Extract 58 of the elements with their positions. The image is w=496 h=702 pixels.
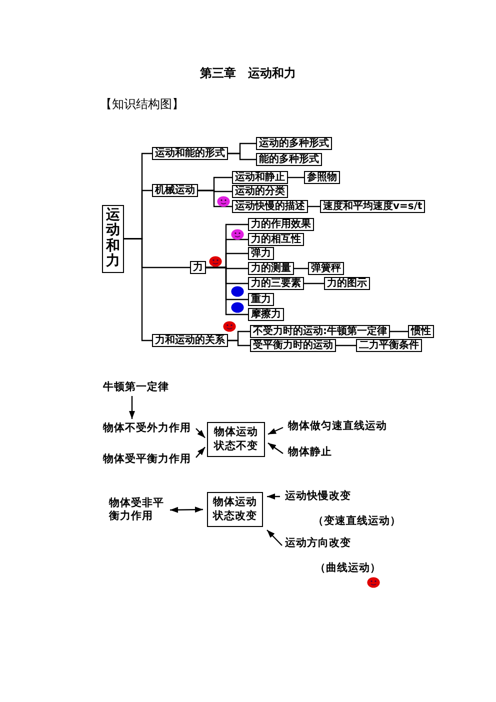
node-text: 物体静止 (288, 446, 332, 459)
connector-line (336, 344, 356, 346)
arrow (196, 428, 206, 438)
arrow (266, 530, 282, 546)
concept-box: 力的图示 (324, 277, 370, 290)
connector-line (308, 206, 320, 208)
root-box: 运动和力 (102, 205, 124, 273)
section-heading: 【知识结构图】 (100, 97, 184, 112)
concept-box: 二力平衡条件 (356, 339, 422, 352)
concept-box: 不受力时的运动:牛顿第一定律 (250, 325, 390, 338)
connector-line (124, 238, 152, 342)
concept-box: 重力 (248, 293, 274, 306)
state-box: 物体运动状态改变 (207, 492, 263, 527)
connector-line (228, 152, 256, 160)
concept-box: 运动和静止 (232, 171, 288, 184)
connector-line (288, 176, 304, 178)
concept-box: 受平衡力时的运动 (250, 339, 336, 352)
note-text: （曲线运动） (315, 562, 381, 575)
concept-box: 速度和平均速度v=s/t (320, 200, 426, 213)
concept-box: 运动和能的形式 (152, 147, 228, 160)
connector-line (304, 282, 324, 284)
concept-box: 力的作用效果 (248, 218, 314, 231)
concept-box: 运动快慢的描述 (232, 200, 308, 213)
concept-box: 力的测量 (248, 262, 294, 275)
concept-box: 弹力 (248, 247, 274, 260)
concept-box: 能的多种形式 (256, 153, 322, 166)
node-text: 物体不受外力作用 (103, 422, 191, 435)
concept-box: 机械运动 (152, 184, 198, 197)
concept-box: 摩擦力 (248, 308, 284, 321)
concept-box: 力的三要素 (248, 277, 304, 290)
concept-box: 力的相互性 (248, 233, 304, 246)
concept-box: 惯性 (408, 325, 434, 338)
arrow (196, 446, 206, 458)
arrow (268, 426, 284, 435)
concept-box: 力 (190, 261, 206, 274)
concept-box: 运动的分类 (232, 185, 288, 198)
arrow (268, 442, 284, 454)
page-title: 第三章 运动和力 (200, 66, 296, 81)
concept-box: 参照物 (304, 171, 340, 184)
node-text: 物体受非平衡力作用 (109, 497, 165, 523)
connector-line (228, 340, 250, 346)
connector-line (390, 330, 408, 332)
connector-line (198, 190, 232, 208)
arrow (170, 506, 203, 513)
note-text: （变速直线运动） (313, 515, 401, 528)
connector-line (206, 266, 248, 316)
concept-box: 力和运动的关系 (152, 334, 228, 347)
concept-box: 运动的多种形式 (256, 137, 332, 150)
arrow (267, 494, 280, 500)
node-text: 物体受平衡力作用 (103, 453, 191, 466)
state-box: 物体运动状态不变 (207, 422, 265, 457)
node-text: 物体做匀速直线运动 (288, 420, 387, 433)
node-text: 运动快慢改变 (285, 490, 351, 503)
node-text: 牛顿第一定律 (103, 381, 169, 394)
connector-line (294, 268, 308, 270)
node-text: 运动方向改变 (285, 537, 351, 550)
arrow (129, 396, 135, 419)
concept-box: 弹簧秤 (308, 262, 344, 275)
